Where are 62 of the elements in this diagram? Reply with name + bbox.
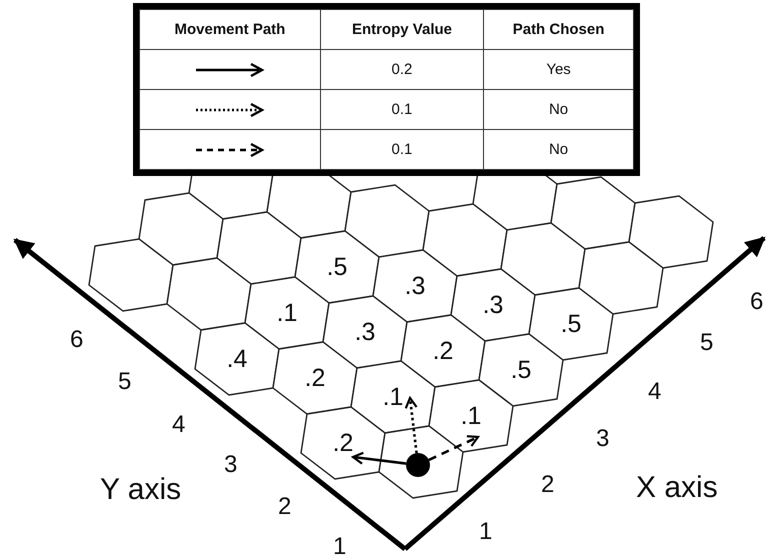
hexagon-cell bbox=[628, 195, 714, 269]
entropy-value: .1 bbox=[276, 300, 298, 326]
axis-number: 1 bbox=[333, 535, 346, 558]
axis-number: 3 bbox=[224, 453, 238, 477]
hexagon-cell bbox=[344, 184, 430, 258]
hexagon-cell bbox=[244, 276, 330, 350]
hexagon-cell bbox=[194, 322, 280, 396]
hexagon-cell bbox=[422, 203, 508, 277]
axis-title: X axis bbox=[636, 473, 718, 503]
entropy-value: .4 bbox=[226, 346, 248, 372]
axis-number: 2 bbox=[278, 495, 292, 519]
entropy-value: .2 bbox=[332, 430, 354, 456]
hexagon-cell bbox=[272, 341, 358, 415]
axis-number: 4 bbox=[172, 413, 186, 437]
table-cell: 0.2 bbox=[320, 50, 484, 90]
axis-number: 6 bbox=[750, 290, 764, 314]
hexagon-cell bbox=[138, 192, 224, 266]
table-cell: 0.1 bbox=[320, 90, 484, 130]
axis-number: 2 bbox=[541, 473, 554, 497]
entropy-value: .5 bbox=[326, 254, 348, 280]
path-arrow bbox=[352, 452, 406, 465]
hexagon-cell bbox=[372, 249, 458, 323]
hexagon-cell bbox=[350, 360, 436, 434]
hexagon-cell bbox=[300, 406, 386, 480]
axis-number: 6 bbox=[70, 328, 84, 352]
hexagon-cell bbox=[450, 268, 536, 342]
hexagon-cell bbox=[378, 425, 464, 499]
entropy-value: .3 bbox=[482, 292, 504, 318]
entropy-value: .3 bbox=[354, 320, 376, 344]
path-arrow bbox=[404, 396, 418, 454]
hexagon-cell bbox=[216, 211, 302, 285]
hexagon-cell bbox=[500, 222, 586, 296]
axis-number: 5 bbox=[118, 370, 132, 394]
hexagon-cell bbox=[578, 241, 664, 315]
entropy-value: .5 bbox=[560, 312, 582, 336]
column-header: Entropy Value bbox=[320, 10, 484, 50]
hexagon-cell bbox=[478, 333, 564, 407]
table-cell: No bbox=[484, 130, 634, 170]
entropy-value: .1 bbox=[460, 404, 482, 428]
entropy-value: .2 bbox=[432, 338, 454, 364]
entropy-value: .5 bbox=[510, 358, 532, 382]
entropy-value: .3 bbox=[404, 274, 426, 298]
hexagon-cell bbox=[294, 230, 380, 304]
hexagon-cell bbox=[400, 314, 486, 388]
entropy-value: .1 bbox=[382, 384, 404, 410]
axis-title: Y axis bbox=[100, 475, 182, 505]
entropy-value: .2 bbox=[304, 366, 326, 390]
axis-number: 1 bbox=[479, 520, 492, 544]
column-header: Movement Path bbox=[140, 10, 320, 50]
hexagon-cell bbox=[88, 238, 174, 312]
axis-number: 4 bbox=[648, 380, 662, 404]
hexagon-cell bbox=[428, 379, 514, 453]
hexagon-cell bbox=[322, 295, 408, 369]
table-cell: No bbox=[484, 90, 634, 130]
table-cell: Yes bbox=[484, 50, 634, 90]
hexagon-cell bbox=[528, 287, 614, 361]
axis-number: 5 bbox=[700, 331, 714, 355]
axis-number: 3 bbox=[596, 427, 610, 451]
column-header: Path Chosen bbox=[484, 10, 634, 50]
table-cell: 0.1 bbox=[320, 130, 484, 170]
hexagon-cell bbox=[166, 257, 252, 331]
path-arrow bbox=[428, 435, 480, 462]
